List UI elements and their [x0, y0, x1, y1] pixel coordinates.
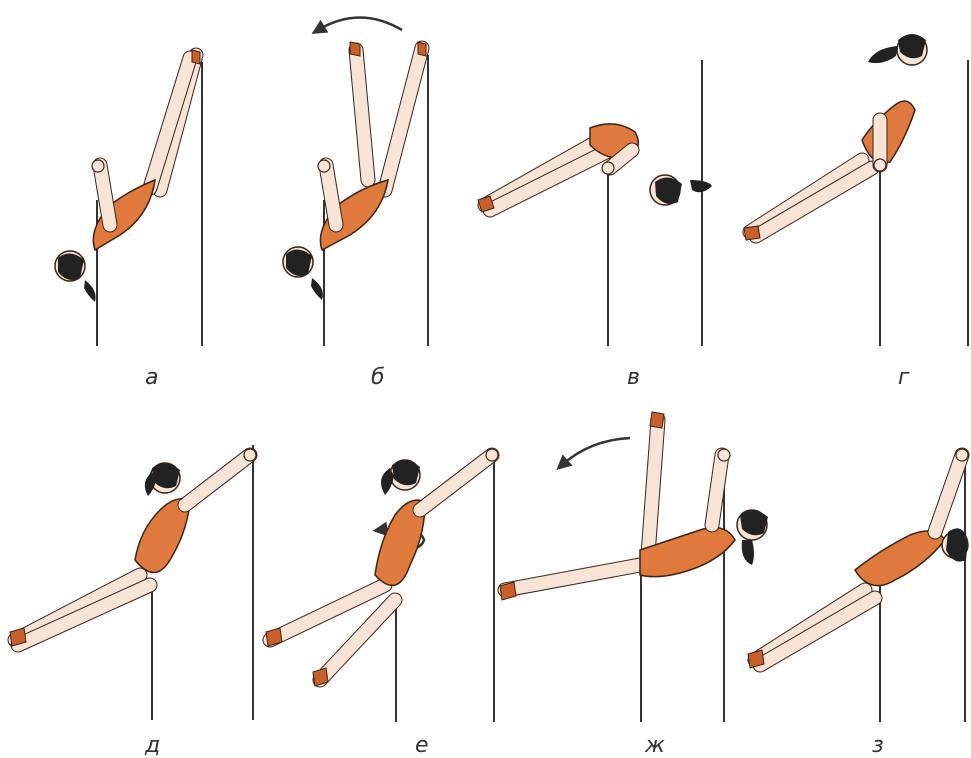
rotation-arrow [562, 438, 630, 465]
panel-h [748, 449, 968, 722]
gymnast-figure [266, 449, 498, 686]
panel-a [55, 50, 202, 346]
gymnast-figure [744, 34, 927, 240]
panel-label: в [627, 365, 640, 390]
panel-label: а [145, 365, 158, 390]
panel-f [266, 449, 498, 722]
panel-g [500, 412, 768, 722]
panel-label: е [415, 733, 429, 758]
panel-label: ж [644, 733, 665, 758]
panel-label: б [371, 365, 385, 390]
gymnast-figure [283, 42, 426, 300]
rotation-arrow [318, 18, 402, 31]
gymnast-figure [478, 124, 712, 212]
panel-label: г [898, 365, 910, 390]
panel-e [10, 445, 256, 720]
gymnast-figure [10, 449, 256, 646]
panel-d [744, 34, 968, 346]
gymnast-figure [748, 449, 968, 668]
captions: а б в г д е ж з [144, 365, 910, 758]
gymnast-figure [500, 412, 768, 600]
panel-c [478, 60, 712, 346]
gymnast-figure [55, 50, 200, 302]
panel-label: з [872, 733, 884, 758]
panel-b [283, 18, 428, 347]
panel-label: д [144, 733, 160, 758]
